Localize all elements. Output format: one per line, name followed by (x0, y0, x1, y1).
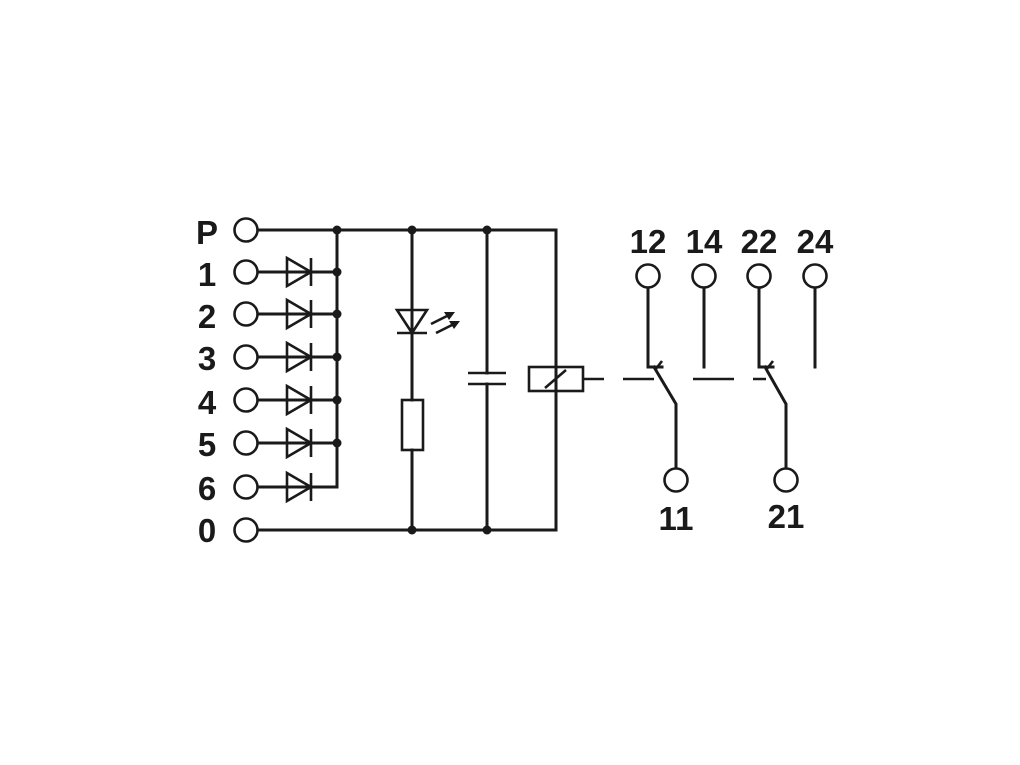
terminal-12 (635, 263, 661, 289)
label-terminal-3: 3 (198, 340, 216, 377)
input-terminal-labels: P 1 2 3 4 5 6 0 (196, 214, 218, 549)
diode-symbol (285, 426, 314, 460)
contact-terminals (635, 263, 828, 493)
led-light-arrows-icon (430, 312, 460, 335)
relay-coil (527, 365, 766, 393)
label-terminal-12: 12 (630, 223, 667, 260)
label-terminal-14: 14 (686, 223, 723, 260)
label-terminal-22: 22 (741, 223, 778, 260)
terminal-3 (233, 344, 259, 370)
label-terminal-24: 24 (797, 223, 834, 260)
terminal-6 (233, 474, 259, 500)
terminal-5 (233, 430, 259, 456)
label-terminal-4: 4 (198, 384, 217, 421)
terminal-1 (233, 259, 259, 285)
terminal-4 (233, 387, 259, 413)
diode-row-4 (256, 383, 339, 417)
led-symbol (394, 308, 430, 336)
diode-symbol (285, 340, 314, 374)
led-resistor-branch (394, 228, 460, 532)
terminal-2 (233, 301, 259, 327)
capacitor-symbol (468, 371, 506, 386)
diode-row-3 (256, 340, 339, 374)
input-terminals (233, 217, 259, 543)
terminal-21 (773, 467, 799, 493)
diode-symbol (285, 255, 314, 289)
diode-row-1 (256, 255, 339, 289)
label-terminal-6: 6 (198, 470, 216, 507)
label-terminal-2: 2 (198, 298, 216, 335)
diode-symbol (285, 383, 314, 417)
terminal-14 (691, 263, 717, 289)
label-terminal-1: 1 (198, 256, 216, 293)
diode-row-2 (256, 297, 339, 331)
diode-symbol (285, 470, 314, 504)
changeover-contact-1 (646, 286, 706, 470)
capacitor-branch (468, 228, 506, 532)
terminal-P (233, 217, 259, 243)
terminal-22 (746, 263, 772, 289)
label-terminal-21: 21 (768, 498, 805, 535)
label-terminal-P: P (196, 214, 218, 251)
changeover-contact-2 (757, 286, 817, 470)
label-terminal-0: 0 (198, 512, 216, 549)
label-terminal-11: 11 (659, 500, 694, 537)
diode-row-5 (256, 426, 339, 460)
terminal-11 (663, 467, 689, 493)
positive-rail (256, 228, 558, 532)
diode-symbol (285, 297, 314, 331)
diode-row-6 (256, 470, 339, 504)
terminal-0 (233, 517, 259, 543)
label-terminal-5: 5 (198, 426, 216, 463)
terminal-24 (802, 263, 828, 289)
contact-terminal-labels: 12 14 22 24 11 21 (630, 223, 834, 537)
resistor-symbol (400, 398, 425, 452)
junction-dots (332, 225, 492, 535)
